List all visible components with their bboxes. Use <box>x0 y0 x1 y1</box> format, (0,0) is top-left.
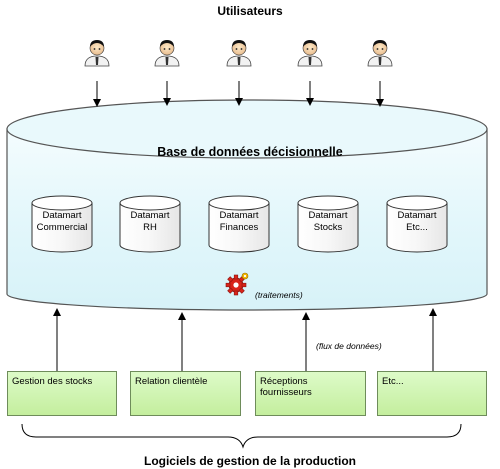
curly-brace <box>21 423 462 449</box>
person-icon <box>367 40 393 67</box>
datamart-cylinder <box>31 195 93 253</box>
source-app-label: Gestion des stocks <box>12 376 93 387</box>
datamart-label: Datamart RH <box>118 210 182 234</box>
datamart-label: Datamart Commercial <box>30 210 94 234</box>
datamart-label-line2: Stocks <box>313 222 343 233</box>
person-icon <box>226 40 252 67</box>
users-group <box>84 40 393 67</box>
production-software-title: Logiciels de gestion de la production <box>143 454 357 468</box>
datamart-label: Datamart Finances <box>207 210 271 234</box>
source-app-label: Etc... <box>382 376 404 387</box>
data-flow-label: (flux de données) <box>316 341 382 351</box>
processing-label: (traitements) <box>255 290 303 300</box>
source-app-label-line2: fournisseurs <box>260 387 312 398</box>
datamart-label-line1: Datamart <box>130 210 170 221</box>
users-title: Utilisateurs <box>217 4 283 18</box>
source-app-box: Réceptions fournisseurs <box>255 371 366 416</box>
datamart-label-line2: Finances <box>219 222 259 233</box>
datamart-label: Datamart Etc... <box>385 210 449 234</box>
datamart-label: Datamart Stocks <box>296 210 360 234</box>
datamart-label-line1: Datamart <box>308 210 348 221</box>
source-app-box: Etc... <box>377 371 487 416</box>
datamart-label-line2: Commercial <box>36 222 88 233</box>
datamart-cylinder <box>297 195 359 253</box>
gear-icon <box>225 272 249 296</box>
datamart-label-line1: Datamart <box>219 210 259 221</box>
datamart-cylinder <box>208 195 270 253</box>
person-icon <box>297 40 323 67</box>
datamart-label-line2: RH <box>143 222 157 233</box>
datamarts-group <box>31 195 448 253</box>
datamart-cylinder <box>386 195 448 253</box>
person-icon <box>154 40 180 67</box>
datamart-label-line1: Datamart <box>397 210 437 221</box>
datamart-cylinder <box>119 195 181 253</box>
source-to-database-arrows <box>53 308 437 371</box>
source-app-label: Relation clientèle <box>135 376 208 387</box>
database-title: Base de données décisionnelle <box>157 145 343 159</box>
source-app-label: Réceptions <box>260 376 308 387</box>
datamart-label-line1: Datamart <box>42 210 82 221</box>
user-to-database-arrows <box>93 81 384 107</box>
source-app-box: Relation clientèle <box>130 371 241 416</box>
source-app-box: Gestion des stocks <box>7 371 117 416</box>
person-icon <box>84 40 110 67</box>
datamart-label-line2: Etc... <box>406 222 428 233</box>
